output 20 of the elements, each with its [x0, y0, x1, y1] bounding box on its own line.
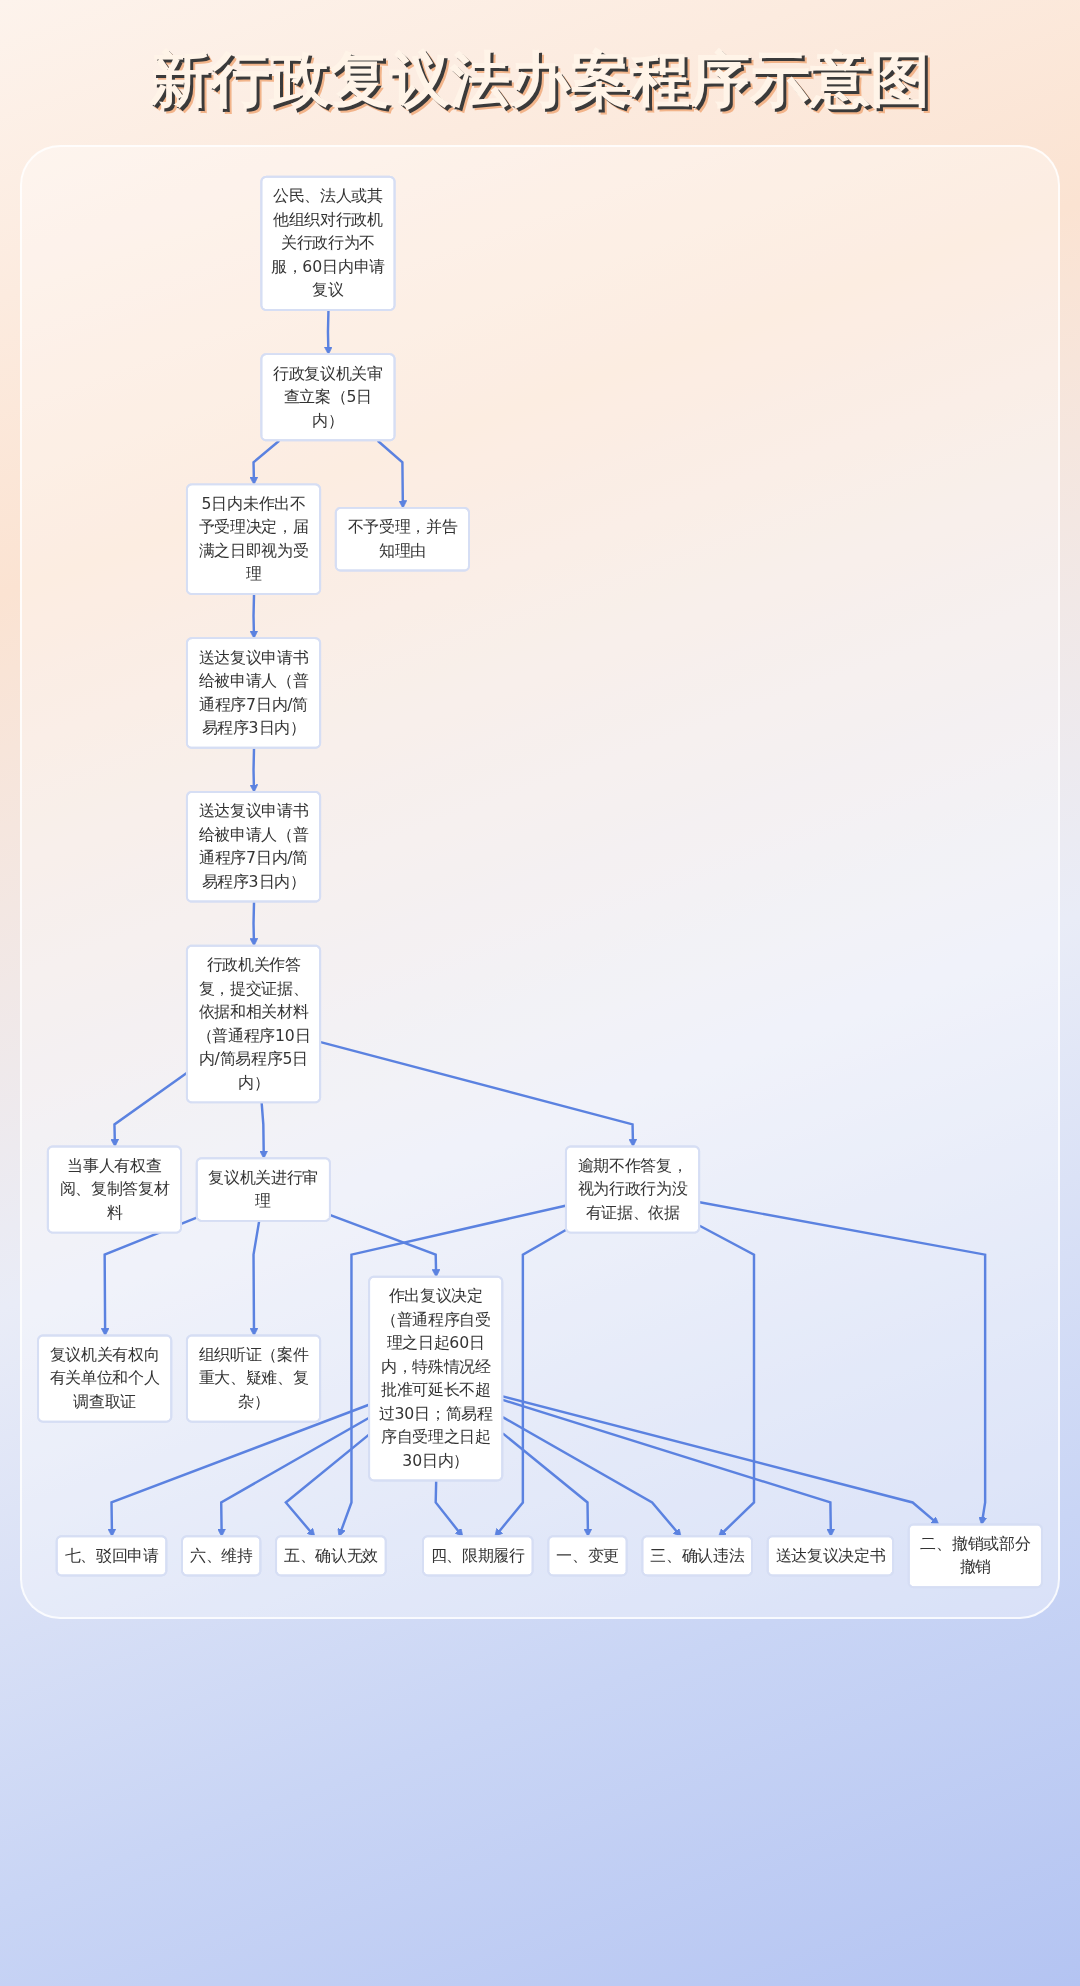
arrow [337, 1204, 567, 1538]
arrow [502, 1416, 682, 1538]
arrow [699, 1201, 988, 1526]
arrow [434, 1480, 464, 1538]
arrow [249, 902, 259, 947]
arrow [699, 1224, 756, 1538]
arrow [320, 1040, 638, 1148]
arrow [249, 748, 259, 793]
arrow [502, 1432, 593, 1538]
arrow [249, 594, 259, 639]
diagram-title: 新行政复议法办案程序示意图 [149, 43, 931, 117]
arrow [502, 1398, 836, 1538]
arrow [494, 1228, 568, 1538]
arrow [376, 439, 408, 509]
arrow [249, 1221, 261, 1337]
arrow [502, 1395, 940, 1526]
arrow [259, 1102, 268, 1160]
arrow [323, 310, 333, 355]
arrow [329, 1214, 441, 1278]
arrow [249, 439, 280, 486]
